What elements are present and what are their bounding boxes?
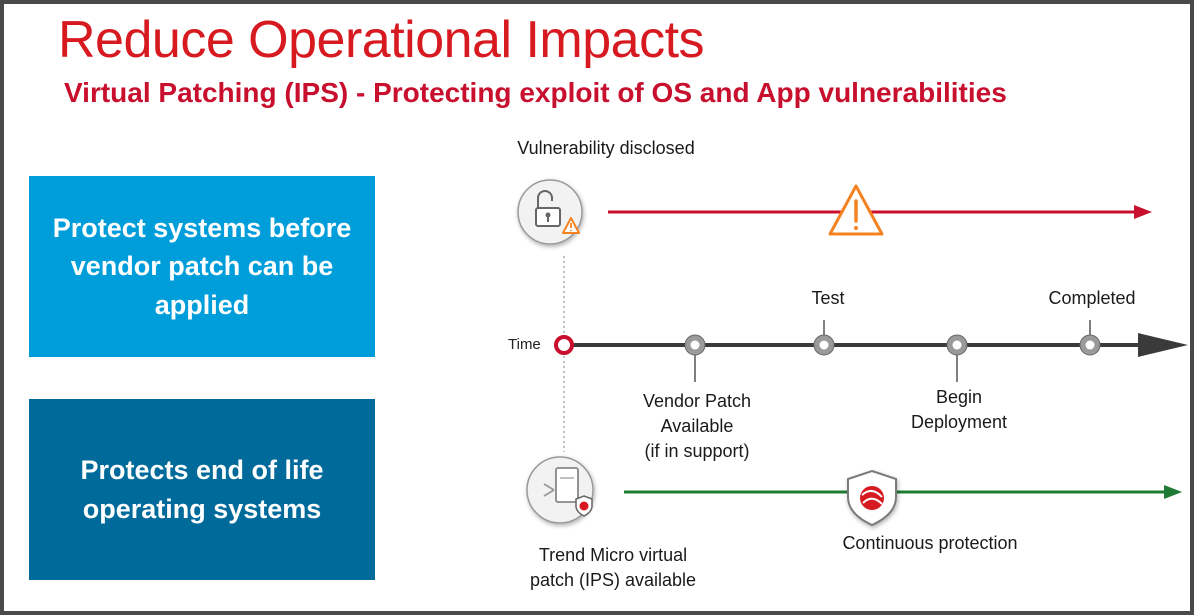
benefit-box-end-of-life: Protects end of life operating systems [29, 399, 375, 580]
benefit-box-protect-before-patch: Protect systems before vendor patch can … [29, 176, 375, 357]
milestone-test [813, 334, 835, 356]
open-padlock-warning-icon [517, 179, 583, 245]
page-title: Reduce Operational Impacts [58, 11, 705, 69]
benefit-text-end-of-life: Protects end of life operating systems [80, 455, 324, 524]
warning-icon [828, 184, 884, 236]
vendor-patch-label: Vendor Patch Available (if in support) [642, 391, 752, 462]
time-label: Time [508, 336, 541, 353]
milestone-begin-deployment [946, 334, 968, 356]
protection-arrow [624, 485, 1182, 499]
page-subtitle: Virtual Patching (IPS) - Protecting expl… [64, 77, 1007, 108]
vulnerability-disclosed-label: Vulnerability disclosed [517, 138, 695, 158]
time-start-marker [554, 335, 574, 355]
timeline-diagram [517, 179, 1188, 527]
continuous-protection-label: Continuous protection [842, 533, 1018, 553]
trend-micro-shield-icon [847, 469, 897, 527]
completed-label: Completed [1048, 288, 1136, 308]
virtual-patch-label: Trend Micro virtual patch (IPS) availabl… [529, 545, 697, 591]
milestone-vendor-patch [684, 334, 706, 356]
time-axis [570, 333, 1188, 357]
begin-deployment-label: Begin Deployment [910, 387, 1008, 433]
server-shield-icon [526, 456, 594, 524]
benefit-text-protect-before-patch: Protect systems before vendor patch can … [52, 213, 352, 320]
milestone-completed [1079, 334, 1101, 356]
test-label: Test [811, 288, 845, 308]
risk-arrow [608, 205, 1152, 219]
